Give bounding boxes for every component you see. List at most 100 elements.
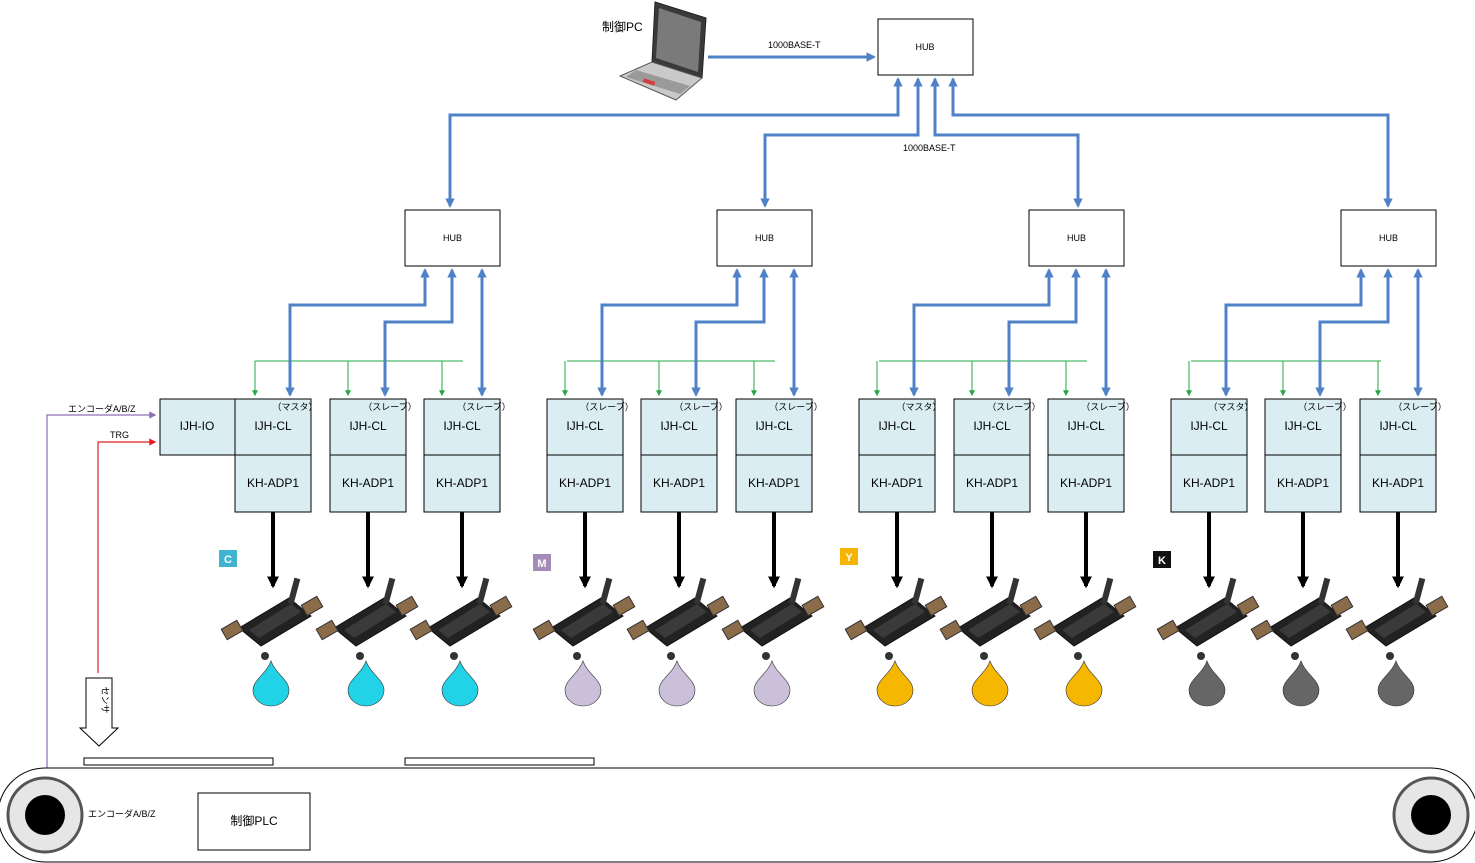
print-head-connector	[1006, 577, 1020, 605]
print-head-bracket-left	[1033, 619, 1057, 641]
print-head-bracket-left	[939, 619, 963, 641]
print-head-nozzle	[356, 652, 364, 660]
laptop-icon	[618, 1, 707, 101]
print-head-icon	[626, 577, 730, 660]
hub-uplink	[948, 77, 1393, 208]
ink-drop-icon	[1188, 660, 1226, 707]
print-head-nozzle	[1074, 652, 1082, 660]
kh-adp-box	[1359, 454, 1437, 513]
head-link	[1221, 268, 1366, 397]
print-head-icon	[532, 577, 636, 660]
kh-adp-label: KH-ADP1	[247, 476, 299, 490]
ijh-cl-label: IJH-CL	[254, 419, 292, 433]
ijh-cl-label: IJH-CL	[1067, 419, 1105, 433]
print-head-nozzle	[261, 652, 269, 660]
kh-adp-label: KH-ADP1	[1060, 476, 1112, 490]
ijh-cl-label: IJH-CL	[755, 419, 793, 433]
media-sheet-1	[83, 757, 274, 766]
trg-line	[97, 438, 157, 673]
head-link	[691, 268, 769, 397]
ink-drop-icon	[347, 660, 385, 707]
ijh-cl-box	[1264, 398, 1342, 456]
print-head-icon	[844, 577, 948, 660]
kh-adp-label: KH-ADP1	[559, 476, 611, 490]
sub-hub-label: HUB	[1067, 233, 1086, 243]
ijh-cl-box	[735, 398, 813, 456]
print-head-bracket-right	[706, 595, 730, 617]
print-head-bracket-left	[532, 619, 556, 641]
encoder-conveyor-label: エンコーダA/B/Z	[88, 808, 156, 819]
print-head-nozzle	[573, 652, 581, 660]
ink-drop-icon	[876, 660, 914, 707]
kh-adp-box	[858, 454, 936, 513]
ink-drop-icon	[658, 660, 696, 707]
ink-drop-icon	[1377, 660, 1415, 707]
kh-adp-box	[1170, 454, 1248, 513]
print-head-connector	[1100, 577, 1114, 605]
sub-hub-label: HUB	[443, 233, 462, 243]
link-label-top: 1000BASE-T	[768, 40, 821, 50]
print-head-plate	[655, 604, 707, 638]
color-badge-label: K	[1158, 555, 1166, 567]
kh-adp-label: KH-ADP1	[871, 476, 923, 490]
print-head-connector	[693, 577, 707, 605]
ink-drop-icon	[753, 660, 791, 707]
print-head-bracket-left	[626, 619, 650, 641]
color-badge-label: M	[537, 558, 546, 570]
print-head-plate	[438, 604, 490, 638]
print-head-groups: HUB （マスタ） IJH-CL KH-ADP1 （スレーブ） IJH-CL KH-ADP1…	[159, 77, 1449, 707]
kh-adp-label: KH-ADP1	[1277, 476, 1329, 490]
ijh-cl-label: IJH-CL	[566, 419, 604, 433]
print-head-icon	[315, 577, 419, 660]
hub-uplink	[760, 77, 923, 208]
print-head-bracket-right	[801, 595, 825, 617]
print-head-connector	[382, 577, 396, 605]
print-head-bracket-right	[1330, 595, 1354, 617]
print-head-icon	[409, 577, 513, 660]
print-head-plate	[750, 604, 802, 638]
print-head-plate	[968, 604, 1020, 638]
print-head-plate	[344, 604, 396, 638]
kh-adp-label: KH-ADP1	[748, 476, 800, 490]
kh-adp-box	[1047, 454, 1125, 513]
print-head-nozzle	[1197, 652, 1205, 660]
main-hub	[877, 18, 974, 76]
kh-adp-label: KH-ADP1	[966, 476, 1018, 490]
role-label: （スレーブ）	[987, 401, 1040, 412]
head-link	[285, 268, 430, 397]
role-label: （スレーブ）	[1081, 401, 1134, 412]
left-roller-icon	[6, 776, 84, 854]
ijh-cl-box	[640, 398, 718, 456]
sub-hub-label: HUB	[1379, 233, 1398, 243]
print-head-bracket-left	[409, 619, 433, 641]
print-head-bracket-right	[300, 595, 324, 617]
role-label: （スレーブ）	[363, 401, 416, 412]
print-head-nozzle	[980, 652, 988, 660]
ijh-cl-label: IJH-CL	[1190, 419, 1228, 433]
role-label: （マスタ）	[896, 402, 941, 412]
sensor-label: センサ	[100, 686, 110, 713]
sub-hub	[404, 209, 501, 267]
head-link	[1004, 268, 1081, 397]
sensor-arrow	[78, 677, 120, 747]
hub-uplink	[930, 77, 1083, 208]
sub-hub	[1340, 209, 1437, 267]
sub-hub	[716, 209, 813, 267]
sub-hub-label: HUB	[755, 233, 774, 243]
print-head-bracket-left	[315, 619, 339, 641]
print-head-bracket-right	[1236, 595, 1260, 617]
ijh-io-label: IJH-IO	[180, 419, 215, 433]
print-head-bracket-left	[1250, 619, 1274, 641]
kh-adp-label: KH-ADP1	[1372, 476, 1424, 490]
kh-adp-box	[423, 454, 501, 513]
print-head-plate	[1185, 604, 1237, 638]
ijh-cl-label: IJH-CL	[443, 419, 481, 433]
print-head-plate	[1062, 604, 1114, 638]
print-head-nozzle	[1386, 652, 1394, 660]
print-head-bracket-left	[220, 619, 244, 641]
ijh-cl-label: IJH-CL	[1379, 419, 1417, 433]
print-head-nozzle	[885, 652, 893, 660]
ijh-cl-box	[423, 398, 501, 456]
print-head-plate	[873, 604, 925, 638]
